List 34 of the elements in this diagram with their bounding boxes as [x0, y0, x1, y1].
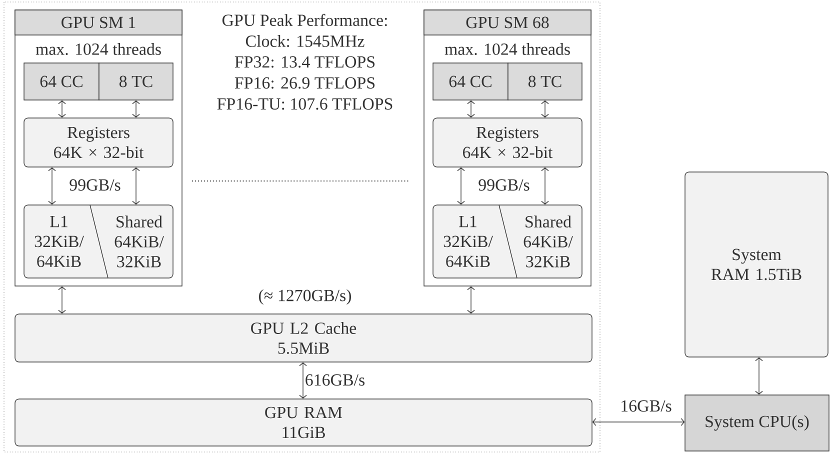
- arrow: [58, 100, 66, 118]
- core-cell: 8 TC: [98, 62, 174, 100]
- edge-label: 616GB/s: [304, 373, 366, 387]
- edge-label: 16GB/s: [619, 399, 673, 413]
- arrow: [48, 167, 56, 205]
- cpu-box: System CPU(s): [684, 394, 830, 452]
- edge-label: 99GB/s: [477, 178, 531, 192]
- text-label: FP16-TU: 107.6 TFLOPS: [217, 98, 392, 110]
- memory-box: Registers 64K × 32-bit: [432, 118, 582, 168]
- text-label: Clock: 1545MHz: [246, 35, 364, 47]
- core-cell: 8 TC: [508, 62, 582, 100]
- arrow: [467, 286, 475, 314]
- memory-box: GPU RAM 11GiB: [14, 398, 592, 446]
- arrow: [755, 357, 763, 395]
- arrow: [592, 418, 685, 426]
- core-cell: 64 CC: [24, 62, 100, 100]
- arrow: [299, 362, 307, 399]
- edge-label: 99GB/s: [68, 178, 122, 192]
- memory-box: System RAM 1.5TiB: [684, 172, 828, 358]
- text-label: GPU Peak Performance:: [222, 14, 387, 26]
- arrow: [457, 167, 465, 205]
- text-label: FP16: 26.9 TFLOPS: [234, 77, 375, 89]
- arrow: [467, 100, 475, 118]
- core-cell: 64 CC: [432, 62, 508, 100]
- text-label: FP32: 13.4 TFLOPS: [234, 56, 375, 68]
- arrow: [132, 167, 140, 205]
- memory-box: GPU L2 Cache 5.5MiB: [14, 314, 592, 362]
- cache-box: L1 32KiB/ 64KiB Shared 64KiB/ 32KiB: [24, 204, 174, 278]
- arrow: [541, 167, 549, 205]
- arrow: [58, 286, 66, 314]
- arrow: [541, 100, 549, 118]
- memory-box: Registers 64K × 32-bit: [24, 118, 174, 168]
- arrow: [132, 100, 140, 118]
- cache-box: L1 32KiB/ 64KiB Shared 64KiB/ 32KiB: [432, 204, 582, 278]
